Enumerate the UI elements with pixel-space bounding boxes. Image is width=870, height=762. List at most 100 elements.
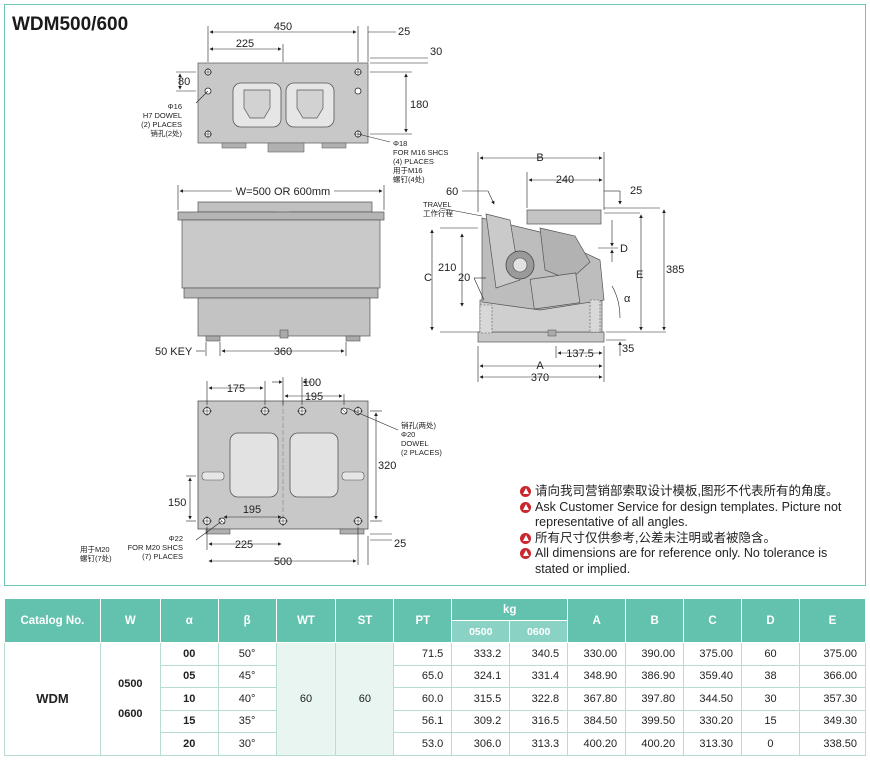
- kg500-cell: 324.1: [451, 664, 511, 688]
- e-cell: 375.00: [798, 642, 867, 666]
- dim-320: 320: [378, 460, 396, 472]
- dim-E: E: [636, 269, 643, 281]
- beta-cell: 45°: [217, 664, 277, 688]
- b-cell: 400.20: [625, 732, 685, 756]
- svg-text:销孔(2处): 销孔(2处): [150, 128, 182, 138]
- wt-cell: 60: [275, 642, 337, 756]
- dim-195-top: 195: [305, 391, 323, 403]
- dim-195-bottom: 195: [243, 504, 261, 516]
- dim-25: 25: [398, 26, 410, 38]
- top-dowel-callout: Φ16 H7 DOWEL (2) PLACES 销孔(2处): [141, 102, 182, 138]
- side-view: B 240 25 60 D 210 20 C E 385 α 137.5 35 …: [423, 152, 684, 384]
- header-alpha: α: [159, 598, 219, 643]
- dim-B: B: [536, 152, 543, 164]
- w-cell: 0500 0600: [99, 642, 161, 756]
- beta-cell: 50°: [217, 642, 277, 666]
- svg-text:H7 DOWEL: H7 DOWEL: [143, 111, 182, 120]
- width-label: W=500 OR 600mm: [236, 186, 330, 198]
- a-cell: 384.50: [567, 709, 627, 733]
- dim-360: 360: [274, 346, 292, 358]
- note-text: All dimensions are for reference only. N…: [535, 546, 828, 576]
- dim-450: 450: [274, 21, 292, 33]
- a-cell: 348.90: [567, 664, 627, 688]
- svg-text:Φ22: Φ22: [169, 534, 183, 543]
- pt-cell: 71.5: [393, 642, 453, 666]
- kg600-cell: 316.5: [509, 709, 569, 733]
- svg-text:用于M20: 用于M20: [80, 545, 110, 554]
- header-pt: PT: [393, 598, 453, 643]
- b-cell: 399.50: [625, 709, 685, 733]
- dim-150: 150: [168, 497, 186, 509]
- table-row: 20 30° 53.0 306.0 313.3 400.20 400.20 31…: [5, 732, 867, 756]
- header-catalog: Catalog No.: [4, 598, 101, 643]
- note-item: Ask Customer Service for design template…: [520, 500, 860, 531]
- bottom-view: 100 175 195 320 150 195 225 25 500 销孔(两处…: [80, 377, 442, 568]
- alpha-cell: 10: [159, 687, 219, 711]
- header-st: ST: [335, 598, 395, 643]
- dim-210: 210: [438, 262, 456, 274]
- kg500-cell: 306.0: [451, 732, 511, 756]
- c-cell: 313.30: [683, 732, 743, 756]
- dim-C: C: [424, 272, 432, 284]
- dim-180: 180: [410, 99, 428, 111]
- key-label: 50 KEY: [155, 346, 193, 358]
- dim-D: D: [620, 243, 628, 255]
- dim-30: 30: [430, 46, 442, 58]
- header-beta: β: [217, 598, 277, 643]
- dim-500: 500: [274, 556, 292, 568]
- beta-cell: 35°: [217, 709, 277, 733]
- alpha-cell: 20: [159, 732, 219, 756]
- header-d: D: [741, 598, 800, 643]
- b-cell: 386.90: [625, 664, 685, 688]
- header-kg-0500: 0500: [451, 620, 511, 643]
- dim-225: 225: [235, 539, 253, 551]
- kg500-cell: 333.2: [451, 642, 511, 666]
- kg500-cell: 315.5: [451, 687, 511, 711]
- svg-text:Φ18: Φ18: [393, 139, 407, 148]
- w-value: 0500: [118, 677, 143, 690]
- dim-385: 385: [666, 264, 684, 276]
- d-cell: 38: [741, 664, 800, 688]
- dim-A: A: [536, 360, 544, 372]
- bottom-shcs-callout: Φ22 FOR M20 SHCS (7) PLACES 用于M20 螺钉(7处): [80, 534, 183, 563]
- notes: 请向我司营销部索取设计模板,图形不代表所有的角度。 Ask Customer S…: [520, 484, 860, 577]
- model-title: WDM500/600: [12, 14, 129, 35]
- dim-240: 240: [556, 174, 574, 186]
- e-cell: 338.50: [798, 732, 867, 756]
- dim-100: 100: [303, 377, 321, 389]
- dim-225: 225: [236, 38, 254, 50]
- drawing-frame: [4, 4, 866, 586]
- header-e: E: [798, 598, 867, 643]
- warning-icon: [520, 486, 531, 497]
- pt-cell: 56.1: [393, 709, 453, 733]
- svg-text:Φ20: Φ20: [401, 430, 415, 439]
- table-row: 15 35° 56.1 309.2 316.5 384.50 399.50 33…: [5, 709, 867, 733]
- header-w: W: [99, 598, 161, 643]
- kg600-cell: 313.3: [509, 732, 569, 756]
- e-cell: 357.30: [798, 687, 867, 711]
- note-text: Ask Customer Service for design template…: [535, 499, 842, 530]
- c-cell: 330.20: [683, 709, 743, 733]
- beta-cell: 30°: [217, 732, 277, 756]
- note-text: 所有尺寸仅供参考,公差未注明或者被隐含。: [535, 530, 776, 545]
- warning-icon: [520, 532, 531, 544]
- kg500-cell: 309.2: [451, 709, 511, 733]
- kg600-cell: 340.5: [509, 642, 569, 666]
- a-cell: 400.20: [567, 732, 627, 756]
- d-cell: 60: [741, 642, 800, 666]
- dim-20: 20: [458, 272, 470, 284]
- c-cell: 375.00: [683, 642, 743, 666]
- header-a: A: [567, 598, 627, 643]
- front-view: W=500 OR 600mm 50 KEY 360: [155, 185, 385, 358]
- warning-icon: [520, 548, 531, 559]
- kg600-cell: 322.8: [509, 687, 569, 711]
- alpha-cell: 00: [159, 642, 219, 666]
- svg-text:销孔(两处): 销孔(两处): [401, 420, 436, 430]
- svg-text:螺钉(4处): 螺钉(4处): [393, 174, 425, 184]
- dim-35: 35: [622, 343, 634, 355]
- pt-cell: 65.0: [393, 664, 453, 688]
- dim-alpha: α: [624, 293, 631, 305]
- d-cell: 30: [741, 687, 800, 711]
- svg-text:FOR M16 SHCS: FOR M16 SHCS: [393, 148, 448, 157]
- a-cell: 367.80: [567, 687, 627, 711]
